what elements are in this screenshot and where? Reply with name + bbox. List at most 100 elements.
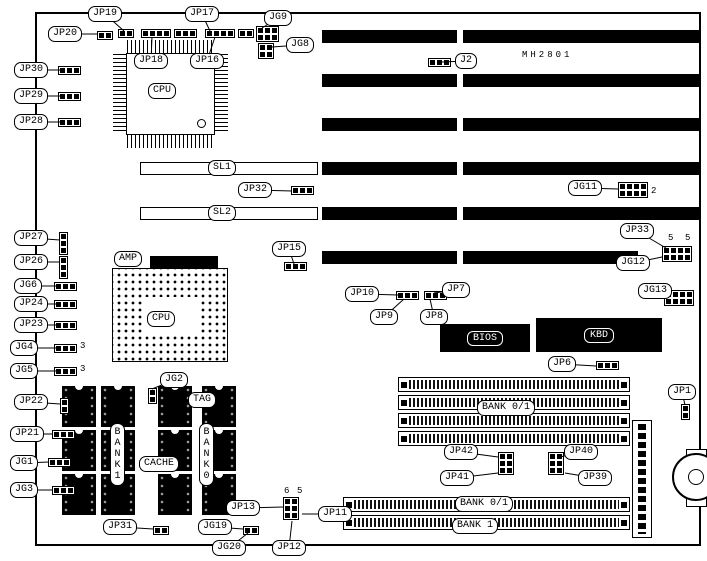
jg13-pins: [664, 290, 694, 306]
pin: [54, 488, 59, 493]
pin: [258, 28, 263, 33]
pin: [557, 461, 562, 466]
pin: [286, 264, 291, 269]
jp18-pins: [141, 29, 171, 38]
pin: [150, 390, 155, 395]
keyboard-controller-chip: KBD: [536, 318, 662, 352]
simm-socket: [343, 515, 630, 530]
pin: [61, 241, 66, 246]
jg8-pins: [258, 43, 274, 59]
jp40-jp39-pins: [548, 452, 564, 475]
pin: [500, 468, 505, 473]
isa-slot-bar: [463, 162, 699, 175]
jp10-jp9-pins: [396, 291, 419, 300]
pin: [68, 488, 73, 493]
pin: [176, 31, 181, 36]
pin: [300, 264, 305, 269]
pin: [398, 293, 403, 298]
simm-socket: [398, 377, 630, 392]
dip-chip: [101, 386, 135, 427]
pin: [634, 191, 639, 196]
pin: [265, 28, 270, 33]
pin: [56, 346, 61, 351]
pin: [678, 255, 683, 260]
pin: [70, 323, 75, 328]
pin: [252, 528, 257, 533]
pin: [60, 120, 65, 125]
pin: [74, 94, 79, 99]
pin: [265, 35, 270, 40]
pin: [245, 528, 250, 533]
simm-end-pad: [621, 519, 627, 526]
pin: [444, 60, 449, 65]
dip-chip: [202, 386, 236, 427]
dip-chip: [158, 430, 192, 471]
pin: [627, 184, 632, 189]
pin: [258, 35, 263, 40]
pin: [557, 468, 562, 473]
pin: [67, 94, 72, 99]
pin: [74, 120, 79, 125]
pin: [260, 52, 265, 57]
simm-contacts: [409, 416, 619, 425]
simm-end-pad: [401, 417, 407, 424]
pin: [272, 35, 277, 40]
isa-slot-bar: [322, 207, 457, 220]
pin: [641, 184, 646, 189]
pin: [671, 255, 676, 260]
pin: [50, 460, 55, 465]
pin: [285, 513, 290, 518]
pin: [680, 299, 685, 304]
pin: [285, 506, 290, 511]
jp17-pins: [238, 29, 254, 38]
jp23-pins: [54, 321, 77, 330]
cpu-pga-socket: [112, 268, 228, 362]
simm-end-pad: [401, 399, 407, 406]
board-model-text: MH2801: [522, 50, 573, 60]
simm-end-pad: [621, 381, 627, 388]
pin: [685, 248, 690, 253]
pin: [437, 60, 442, 65]
jp24-pins: [54, 300, 77, 309]
pin: [63, 302, 68, 307]
simm-end-pad: [346, 519, 352, 526]
header-pins: [174, 29, 197, 38]
pin: [440, 293, 445, 298]
bios-chip: BIOS: [440, 324, 530, 352]
qfp-pins-bottom: [127, 135, 214, 148]
pin: [673, 292, 678, 297]
pin: [70, 346, 75, 351]
pin: [292, 506, 297, 511]
sl2-slot: [140, 207, 318, 220]
pin: [507, 468, 512, 473]
pin: [605, 363, 610, 368]
pin: [430, 60, 435, 65]
jp32-pins: [291, 186, 314, 195]
pin: [240, 31, 245, 36]
jg9-pins: [256, 26, 279, 42]
pin: [157, 31, 162, 36]
pin: [507, 461, 512, 466]
isa-slot-bar: [322, 251, 457, 264]
pin: [61, 488, 66, 493]
pin: [627, 191, 632, 196]
pin: [620, 191, 625, 196]
pin: [61, 272, 66, 277]
pin: [641, 191, 646, 196]
simm-end-pad: [621, 399, 627, 406]
pin: [260, 45, 265, 50]
keyboard-din-connector: [672, 453, 707, 501]
isa-slot-bar: [463, 30, 699, 43]
jp16-pins: [205, 29, 235, 38]
pin: [293, 188, 298, 193]
pin: [63, 369, 68, 374]
jp6-pins: [596, 361, 619, 370]
pin: [550, 454, 555, 459]
pin: [620, 184, 625, 189]
pin: [272, 28, 277, 33]
pin: [666, 299, 671, 304]
qfp-pins-top: [127, 40, 214, 53]
pin: [74, 68, 79, 73]
jp19-pins: [118, 29, 134, 38]
